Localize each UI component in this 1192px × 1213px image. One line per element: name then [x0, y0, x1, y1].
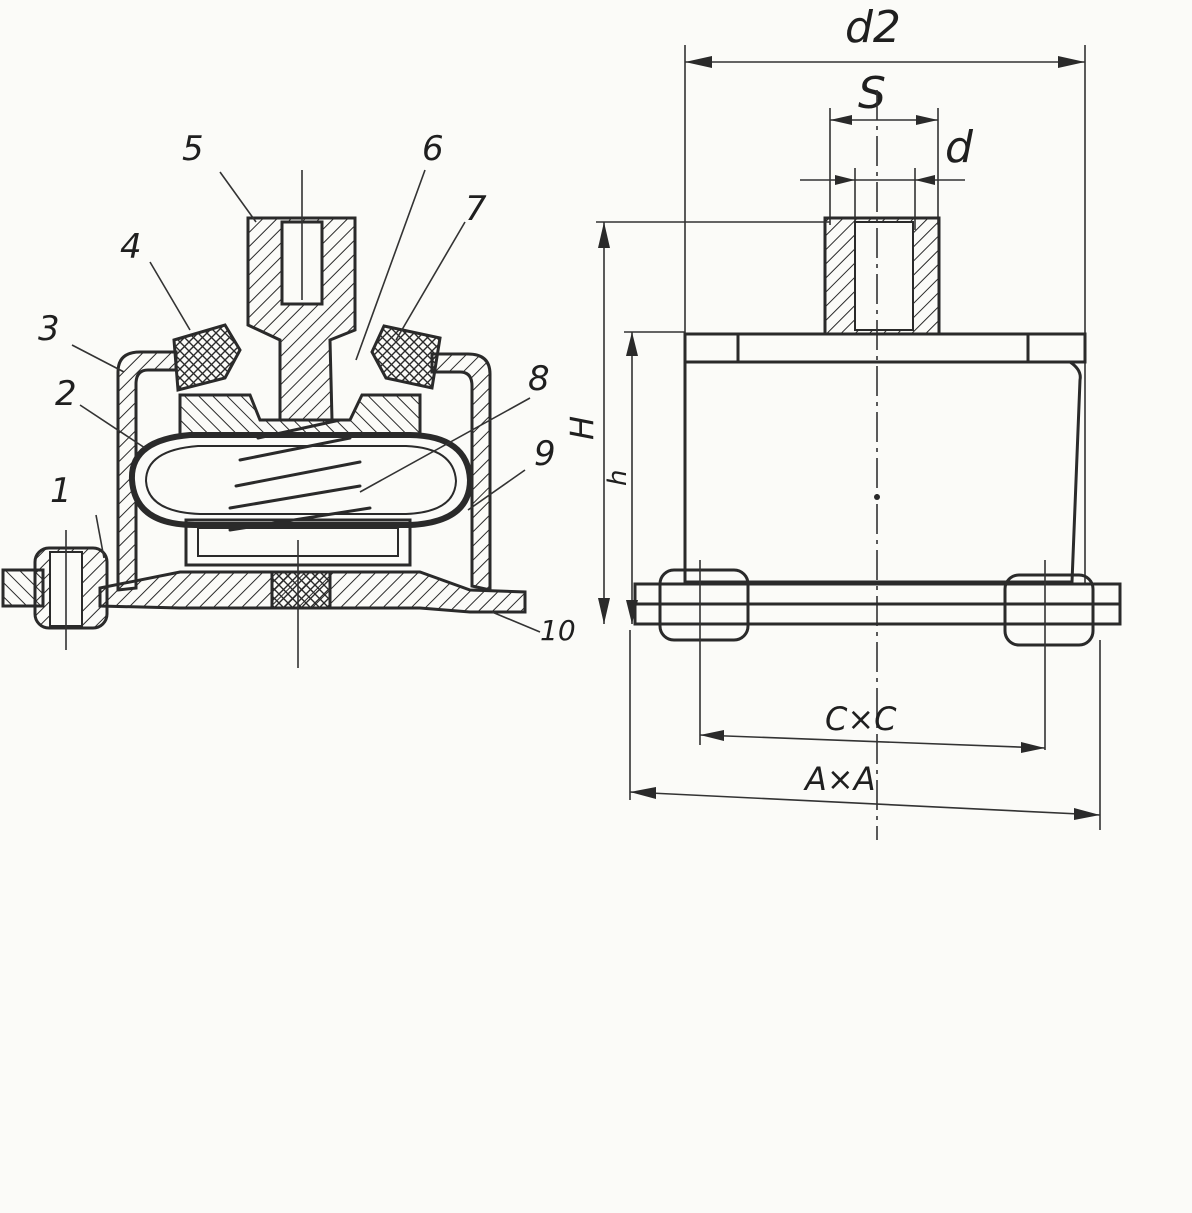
dimension-s: S	[829, 68, 939, 225]
lower-cup	[184, 518, 412, 567]
part-label-9: 9	[534, 434, 556, 474]
part-label-2: 2	[55, 374, 77, 414]
mounting-bolt	[1, 530, 109, 650]
dim-label-h: h	[603, 470, 633, 486]
part-labels: 1 2 3 4 5 6 7 8 9 10	[38, 129, 576, 647]
top-plate	[683, 332, 1087, 364]
top-seals	[172, 323, 442, 392]
dimension-h-total: H	[563, 221, 830, 624]
dimension-cxc: C×C	[699, 560, 1046, 753]
dimension-axa: A×A	[629, 630, 1101, 830]
dim-label-s: S	[858, 68, 886, 119]
dimension-d: d	[800, 122, 974, 230]
part-label-1: 1	[50, 471, 72, 511]
leader-lines	[71, 169, 541, 633]
section-view: 1 2 3 4 5 6 7 8 9 10	[1, 129, 576, 668]
bottom-cushion	[270, 540, 332, 668]
part-label-3: 3	[38, 309, 60, 349]
threaded-nut	[823, 216, 941, 336]
dimension-d2: d2	[685, 2, 1085, 68]
part-label-6: 6	[422, 129, 444, 169]
dimension-h: h	[603, 331, 685, 624]
coil-spring	[228, 418, 372, 532]
outline-view: d2 S d	[563, 2, 1122, 840]
part-label-5: 5	[182, 129, 204, 169]
dim-label-h-total: H	[563, 416, 601, 440]
dim-label-d2: d2	[845, 2, 901, 53]
part-label-10: 10	[540, 614, 576, 647]
part-label-4: 4	[120, 227, 142, 267]
dim-label-cxc: C×C	[825, 700, 897, 738]
housing-body	[683, 360, 1082, 584]
threaded-boss	[246, 170, 357, 422]
dim-label-axa: A×A	[803, 760, 876, 798]
part-label-7: 7	[465, 189, 487, 229]
part-label-8: 8	[528, 359, 550, 399]
dim-label-d: d	[945, 122, 974, 173]
